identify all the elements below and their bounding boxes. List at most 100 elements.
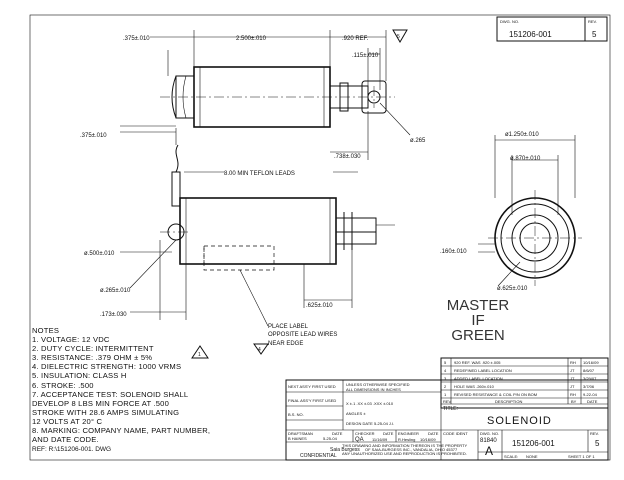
dim-375-top: .375±.010 xyxy=(123,36,150,42)
bottom-dwg-no-label: DWG. NO. xyxy=(480,431,499,436)
note-6: 6. STROKE: .500 xyxy=(32,380,94,390)
checker-date: 11/16/09 xyxy=(372,437,388,442)
bs-no-label: B.S. NO. xyxy=(288,412,304,417)
tol-header: UNLESS OTHERWISE SPECIFIED xyxy=(346,382,410,387)
rev-row2-rev: 4 xyxy=(444,368,447,373)
company-line-1: THIS DRAWING AND INFORMATION THEREON IS … xyxy=(342,443,467,448)
rev-row4-desc: HOLE WAS .260±.010 xyxy=(454,384,495,389)
dim-500: ø.500±.010 xyxy=(84,251,115,257)
company-name: Saia Burgess xyxy=(330,447,360,453)
rev-row4-date: 3/7/06 xyxy=(583,384,595,389)
rev-row4-by: JT xyxy=(570,384,575,389)
note-5: 5. INSULATION: CLASS H xyxy=(32,371,127,381)
rev-flag-1: 1 xyxy=(198,352,201,358)
dim-115: .115±.010 xyxy=(352,53,379,59)
master-if-green-stamp: MASTER IF GREEN xyxy=(438,298,518,343)
rev-row5-by: RH xyxy=(570,392,576,397)
note-4: 4. DIELECTRIC STRENGTH: 1000 VRMS xyxy=(32,362,182,372)
stamp-line-1: MASTER xyxy=(446,297,510,314)
tol-decimals: X ±.1 .XX ±.03 .XXX ±.010 xyxy=(346,401,394,406)
draftsman-date: 5-25-04 xyxy=(323,436,338,441)
tol-line: ALL DIMENSIONS IN INCHES xyxy=(346,387,401,392)
bottom-rev: 5 xyxy=(595,439,600,448)
rev-row3-by: JT xyxy=(570,376,575,381)
rev-row2-desc: REDEFINED LABEL LOCATION xyxy=(454,368,512,373)
file-reference: REF: R:\151206-001. DWG xyxy=(32,446,112,453)
size: A xyxy=(485,444,493,458)
dim-265: ø.265±.010 xyxy=(100,288,131,294)
rev-header-rev: REV xyxy=(443,399,452,404)
rev-row3-rev: 3 xyxy=(444,376,447,381)
stamp-line-2: IF xyxy=(471,312,485,329)
scale: NONE xyxy=(526,454,538,459)
dim-625-side: .625±.010 xyxy=(306,303,333,309)
place-label-2: OPPOSITE LEAD WIRES xyxy=(268,332,337,338)
checker-date-label: DATE xyxy=(383,431,394,436)
rev-row1-rev: 5 xyxy=(444,360,447,365)
checker-label: CHECKER xyxy=(355,431,375,436)
code-ident: 81840 xyxy=(480,438,497,444)
top-view: .375±.010 2.500±.010 .920 REF. .115±.010… xyxy=(80,29,426,173)
rev-flag-5: 5 xyxy=(397,34,400,40)
rev-row5-date: 9-22-04 xyxy=(583,392,598,397)
engineer-date-label: DATE xyxy=(428,431,439,436)
rev-row1-date: 10/16/09 xyxy=(583,360,599,365)
dim-2500: 2.500±.010 xyxy=(236,36,267,42)
sheet: SHEET 1 OF 1 xyxy=(568,454,595,459)
tol-angles: ANGLES ± xyxy=(346,411,366,416)
notes-heading: NOTES xyxy=(32,326,60,335)
note-8: 8. MARKING: COMPANY NAME, PART NUMBER, xyxy=(32,426,211,436)
top-rev-label: REV. xyxy=(588,19,597,24)
bottom-rev-label: REV. xyxy=(590,431,599,436)
checker: QA xyxy=(355,437,364,443)
top-dwg-no: 151206-001 xyxy=(509,30,552,39)
title-block xyxy=(285,379,609,461)
rev-flag-4: 4 xyxy=(258,347,261,353)
dim-375-left: .375±.010 xyxy=(80,133,107,139)
note-2: 2. DUTY CYCLE: INTERMITTENT xyxy=(32,344,154,354)
title-label: TITLE: xyxy=(443,406,458,412)
confidential: CONFIDENTIAL xyxy=(300,453,337,459)
dim-870: ø.870±.010 xyxy=(510,156,541,162)
rev-header-date: DATE xyxy=(587,399,598,404)
drawing-title: SOLENOID xyxy=(487,415,552,427)
rev-row1-by: RH xyxy=(570,360,576,365)
dim-173: .173±.030 xyxy=(100,312,127,318)
top-dwg-no-label: DWG. NO. xyxy=(500,19,519,24)
scale-label: SCALE: xyxy=(504,454,518,459)
dim-920-ref: .920 REF. xyxy=(342,36,369,42)
company-line-3: ANY UNAUTHORIZED USE AND REPRODUCTION IS… xyxy=(342,451,467,456)
bottom-dwg-no: 151206-001 xyxy=(512,439,555,448)
note-7: 7. ACCEPTANCE TEST: SOLENOID SHALL xyxy=(32,389,189,399)
place-label-3: NEAR EDGE xyxy=(268,341,303,347)
rev-header-by: BY xyxy=(571,399,577,404)
stamp-line-3: GREEN xyxy=(451,327,505,344)
revision-block xyxy=(440,357,609,409)
note-7-cont-2: STROKE WITH 28.6 AMPS SIMULATING xyxy=(32,407,180,417)
dim-1250: ø1.250±.010 xyxy=(505,132,539,138)
draftsman-label: DRAFTSMAN xyxy=(288,431,313,436)
engineer: R.Hesling xyxy=(398,437,415,442)
rev-row4-rev: 2 xyxy=(444,384,447,389)
dim-625-end: ø.625±.010 xyxy=(497,286,528,292)
rev-row1-desc: 920 REF. WAS .920 ±.005 xyxy=(454,360,501,365)
top-dwg-box: DWG. NO. REV. 151206-001 5 xyxy=(496,16,608,42)
top-rev: 5 xyxy=(592,30,597,39)
design-date-label: DESIGN DATE xyxy=(346,421,373,426)
rev-row3-date: 3/29/07 xyxy=(583,376,597,381)
dim-160: .160±.010 xyxy=(440,249,467,255)
note-7-cont-1: DEVELOP 8 LBS MIN FORCE AT .500 xyxy=(32,398,170,408)
rev-row5-desc: REVISED RESISTANCE & COIL P/N ON BOM xyxy=(454,392,537,397)
design-date-value: 5-25-04 J.I. xyxy=(374,421,394,426)
dim-hole-265: ø.265 xyxy=(410,138,426,144)
note-1: 1. VOLTAGE: 12 VDC xyxy=(32,335,110,345)
side-view: ø.500±.010 ø.265±.010 .173±.030 .625±.01… xyxy=(84,171,395,355)
rev-row5-rev: 1 xyxy=(444,392,447,397)
notes-section: NOTES 1. VOLTAGE: 12 VDC 2. DUTY CYCLE: … xyxy=(32,326,272,444)
next-assy-label: NEXT ASS'Y FIRST USED xyxy=(288,384,336,389)
rev-row2-by: JT xyxy=(570,368,575,373)
draftsman: B HAINES xyxy=(288,436,307,441)
rev-row3-desc: ADDED LABEL LOCATION xyxy=(454,376,503,381)
note-8-cont: AND DATE CODE. xyxy=(32,435,99,445)
